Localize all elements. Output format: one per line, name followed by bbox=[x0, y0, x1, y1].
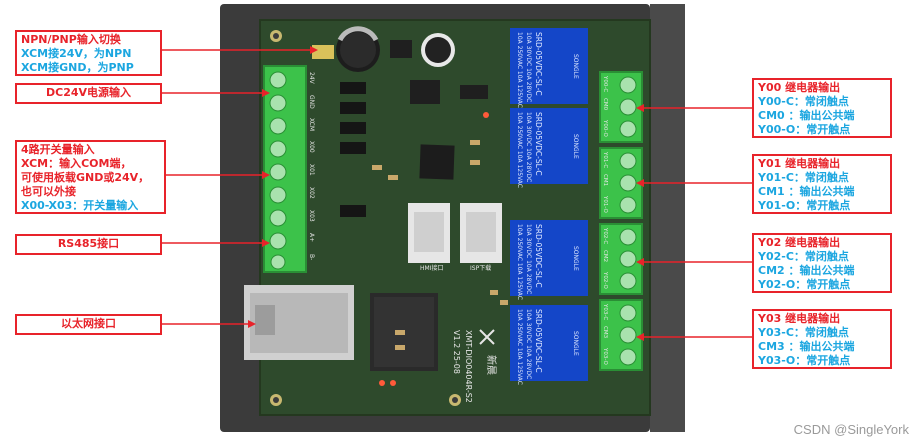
relay-spec-text: SRD-05VDC-SL-C bbox=[534, 112, 543, 176]
relay-terminal-label: Y03-O bbox=[602, 347, 608, 365]
left-terminal-label: XCM bbox=[308, 118, 315, 131]
callout-line: Y02-C：常闭触点 bbox=[758, 250, 849, 263]
left-terminal-label: A+ bbox=[308, 233, 315, 242]
relay-spec-text: 10A 30VDC 10A 28VDC bbox=[525, 309, 532, 379]
relay-terminal-label: Y00-O bbox=[602, 119, 608, 137]
callout-line: NPN/PNP输入切换 bbox=[21, 33, 121, 46]
callout-line: 也可以外接 bbox=[21, 185, 76, 198]
dark-backdrop-edge bbox=[650, 4, 685, 432]
callout-line: Y02 继电器输出 bbox=[758, 236, 841, 249]
relay-terminal-label: Y01-C bbox=[602, 151, 608, 168]
relay-spec-text: SRD-05VDC-SL-C bbox=[534, 309, 543, 373]
relay-spec-text: 10A 30VDC 10A 28VDC bbox=[525, 112, 532, 182]
relay-spec-text: SRD-05VDC-SL-C bbox=[534, 224, 543, 288]
callout-line: Y01-O：常开触点 bbox=[758, 199, 851, 212]
callout-line: Y03-C：常闭触点 bbox=[758, 326, 849, 339]
callout-line: CM1 ：输出公共端 bbox=[758, 185, 855, 198]
relay-brand: SONGLE bbox=[572, 331, 579, 356]
ic-chip-icon bbox=[410, 80, 440, 104]
relay-terminal-label: CM0 bbox=[602, 98, 608, 111]
relay-spec-text: 10A 250VAC 10A 125VAC bbox=[516, 32, 523, 108]
mcu-chip-icon bbox=[419, 144, 455, 180]
callout-line: Y03-O：常开触点 bbox=[758, 354, 851, 367]
relay-spec-text: 10A 250VAC 10A 125VAC bbox=[516, 112, 523, 188]
relay-brand: SONGLE bbox=[572, 134, 579, 159]
left-pointer-lines bbox=[160, 49, 312, 325]
relay-terminal-label: CM2 bbox=[602, 250, 608, 262]
callout-line: 以太网接口 bbox=[61, 317, 116, 330]
callout-line: Y02-O：常开触点 bbox=[758, 278, 851, 291]
relay-spec-text: 10A 30VDC 10A 28VDC bbox=[525, 32, 532, 102]
board-version: V1.2 25-08 bbox=[452, 330, 461, 374]
relay-spec-text: 10A 250VAC 10A 125VAC bbox=[516, 224, 523, 300]
left-terminal-label: X03 bbox=[308, 210, 315, 222]
relay-spec-text: 10A 250VAC 10A 125VAC bbox=[516, 309, 523, 385]
left-terminal-label: X00 bbox=[308, 141, 315, 153]
callout-line: CM2 ：输出公共端 bbox=[758, 264, 855, 277]
relay-spec-text: SRD-05VDC-SL-C bbox=[534, 32, 543, 96]
relay-brand: SONGLE bbox=[572, 246, 579, 271]
brand-logo-icon bbox=[479, 329, 495, 345]
board-brand: 新晨 bbox=[485, 355, 498, 375]
right-pointer-lines bbox=[642, 107, 752, 338]
callout-line: Y00 继电器输出 bbox=[758, 81, 841, 94]
silk-isp: ISP下载 bbox=[470, 264, 491, 272]
callout-line: CM0 ：输出公共端 bbox=[758, 109, 855, 122]
watermark: CSDN @SingleYork bbox=[793, 422, 909, 437]
callout-line: Y00-C：常闭触点 bbox=[758, 95, 849, 108]
relay-spec-text: 10A 30VDC 10A 28VDC bbox=[525, 224, 532, 294]
callout-line: Y03 继电器输出 bbox=[758, 312, 841, 325]
relay-terminal-label: Y00-C bbox=[602, 75, 608, 92]
relay-terminal-label: Y02-C bbox=[602, 227, 608, 244]
callout-line: 可使用板载GND或24V， bbox=[21, 171, 150, 184]
label-power: DC24V电源输入 bbox=[15, 83, 162, 104]
callout-line: Y01-C：常闭触点 bbox=[758, 171, 849, 184]
silk-hmi: HMI接口 bbox=[420, 264, 443, 272]
left-terminal-label: X01 bbox=[308, 164, 315, 176]
left-terminal-label: X02 bbox=[308, 187, 315, 199]
left-terminal-label: GND bbox=[308, 95, 315, 109]
board-model: XMT-DIO0404R-S2 bbox=[464, 330, 473, 403]
relay-terminal-label: CM1 bbox=[602, 174, 608, 186]
callout-line: XCM接24V，为NPN bbox=[21, 47, 132, 60]
label-rs485: RS485接口 bbox=[15, 234, 162, 255]
callout-line: Y01 继电器输出 bbox=[758, 157, 841, 170]
callout-line: DC24V电源输入 bbox=[45, 86, 132, 99]
callout-line: X00-X03：开关量输入 bbox=[21, 199, 139, 212]
callout-line: CM3 ：输出公共端 bbox=[758, 340, 855, 353]
callout-line: RS485接口 bbox=[57, 237, 120, 250]
left-terminal-label: 24V bbox=[308, 72, 315, 85]
relay-terminal-label: Y01-O bbox=[602, 195, 608, 213]
callout-line: XCM：输入COM端， bbox=[21, 157, 132, 170]
left-terminal-label: B- bbox=[308, 254, 315, 260]
callout-line: 4路开关量输入 bbox=[21, 143, 95, 156]
relay-brand: SONGLE bbox=[572, 54, 579, 79]
relay-terminal-label: Y03-C bbox=[602, 303, 608, 320]
label-ethernet: 以太网接口 bbox=[15, 314, 162, 335]
optocoupler-icon bbox=[340, 82, 366, 94]
relay-terminal-label: CM3 bbox=[602, 326, 608, 339]
callout-line: XCM接GND，为PNP bbox=[21, 61, 134, 74]
jumper-header-icon bbox=[312, 45, 334, 59]
callout-line: Y00-O：常开触点 bbox=[758, 123, 851, 136]
relays bbox=[510, 28, 588, 381]
relay-terminal-label: Y02-O bbox=[602, 271, 608, 289]
